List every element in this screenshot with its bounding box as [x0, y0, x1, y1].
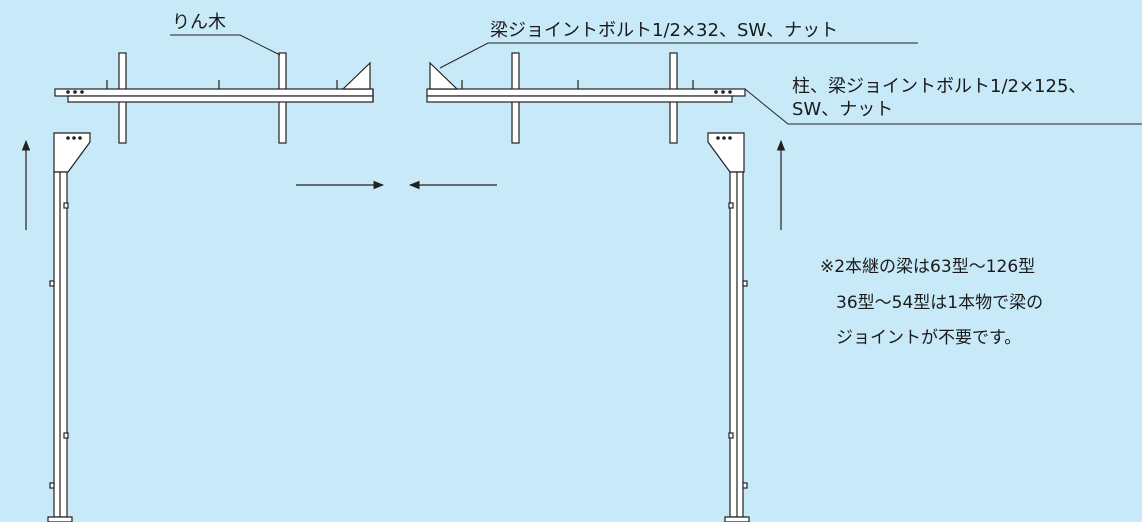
right-beam-end-plate	[429, 61, 459, 90]
right-beam-upper	[426, 88, 746, 97]
left-column	[47, 132, 91, 522]
left-column-head	[53, 132, 91, 173]
column-bolt-label-line2: SW、ナット	[792, 99, 894, 120]
left-beam-assembly	[54, 52, 374, 144]
note-line-1: ※2本継の梁は63型〜126型	[820, 257, 1036, 277]
right-column-head	[707, 132, 745, 173]
rinboku-leader	[170, 34, 281, 56]
note-line-3: ジョイントが不要です。	[836, 328, 1022, 348]
column-bolt-label-line1: 柱、梁ジョイントボルト1/2×125、	[792, 76, 1087, 97]
left-beam-lower	[67, 95, 374, 103]
column-bolt-leader	[744, 88, 1142, 125]
right-column	[707, 132, 750, 522]
left-beam-upper	[54, 88, 374, 97]
right-beam-lower	[426, 95, 733, 103]
note-line-2: 36型〜54型は1本物で梁の	[836, 293, 1044, 313]
right-beam-assembly	[426, 52, 746, 144]
beam-bolt-leader	[439, 42, 918, 69]
rinboku-label: りん木	[172, 12, 226, 33]
left-beam-end-plate	[341, 61, 371, 90]
beam-bolt-label: 梁ジョイントボルト1/2×32、SW、ナット	[490, 20, 839, 41]
